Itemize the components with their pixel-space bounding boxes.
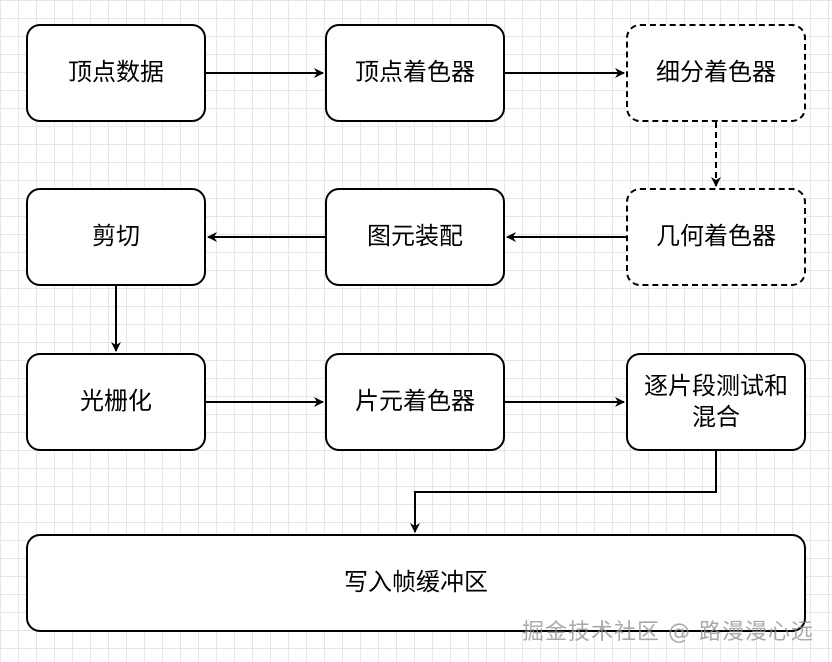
- node-tessellation-shader: 细分着色器: [626, 24, 806, 122]
- edge-tests-to-framebuffer: [410, 451, 717, 533]
- node-framebuffer-write-label: 写入帧缓冲区: [344, 568, 488, 597]
- node-rasterization: 光栅化: [26, 353, 206, 451]
- node-geometry-shader-label: 几何着色器: [656, 222, 776, 251]
- node-clipping: 剪切: [26, 188, 206, 286]
- node-vertex-shader: 顶点着色器: [325, 24, 505, 122]
- node-primitive-assembly: 图元装配: [325, 188, 505, 286]
- node-per-fragment-tests-label: 逐片段测试和混合: [644, 371, 788, 431]
- node-vertex-data-label: 顶点数据: [68, 58, 164, 87]
- node-tessellation-shader-label: 细分着色器: [656, 58, 776, 87]
- node-fragment-shader: 片元着色器: [325, 353, 505, 451]
- node-primitive-assembly-label: 图元装配: [367, 222, 463, 251]
- node-clipping-label: 剪切: [92, 222, 140, 251]
- node-per-fragment-tests: 逐片段测试和混合: [626, 353, 806, 451]
- watermark: 掘金技术社区 @ 路漫漫心远: [522, 620, 814, 645]
- node-fragment-shader-label: 片元着色器: [355, 387, 475, 416]
- node-vertex-data: 顶点数据: [26, 24, 206, 122]
- node-geometry-shader: 几何着色器: [626, 188, 806, 286]
- node-vertex-shader-label: 顶点着色器: [355, 58, 475, 87]
- node-rasterization-label: 光栅化: [80, 387, 152, 416]
- node-framebuffer-write: 写入帧缓冲区: [26, 534, 806, 632]
